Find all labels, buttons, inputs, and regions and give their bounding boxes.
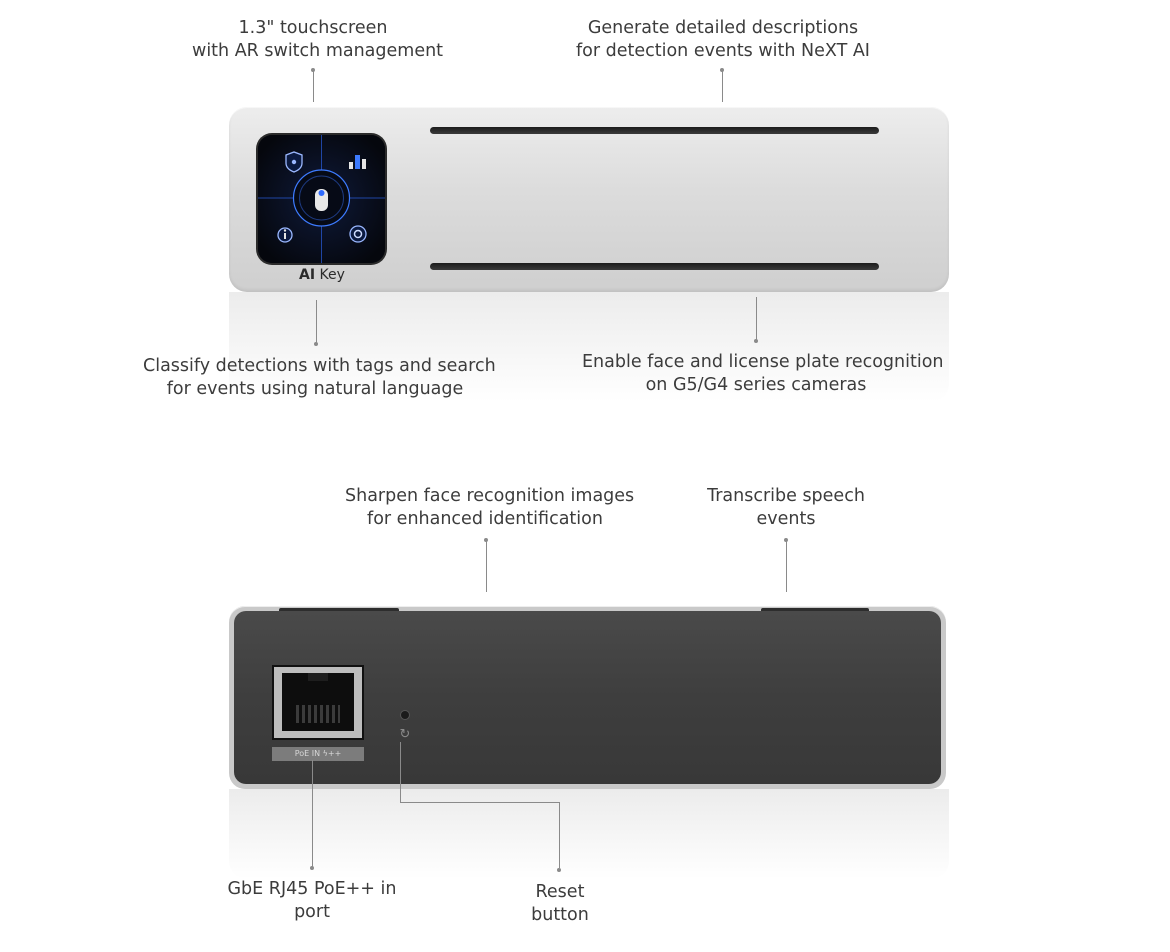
rj45-notch [308,673,328,681]
ai-key-icon [315,189,328,211]
rj45-socket [282,673,354,731]
rear-panel: PoE IN ϟ++ ↻ [234,611,941,784]
leader-transcribe [786,540,787,592]
touchscreen-ui [258,135,385,263]
callout-recognition: Enable face and license plate recognitio… [582,351,944,397]
callout-port: GbE RJ45 PoE++ in port [222,878,402,924]
callout-sharpen: Sharpen face recognition images for enha… [345,485,635,531]
callout-descriptions-line-2: for detection events with NeXT AI [576,41,870,61]
leader-dot-port [310,866,314,870]
callout-sharpen-line-2: for enhanced identification [367,509,603,529]
settings-icon [349,225,367,243]
poe-in-label: PoE IN ϟ++ [272,747,364,761]
leader-dot-touchscreen [311,68,315,72]
callout-transcribe-line-1: Transcribe speech [707,486,865,506]
leader-reset-drop [559,802,560,868]
leader-classify [316,300,317,344]
leader-sharpen [486,540,487,592]
bar-chart-icon [349,155,366,169]
leader-port [312,760,313,867]
ai-key-front: AI Key [229,107,949,292]
callout-recognition-line-2: on G5/G4 series cameras [645,375,867,395]
leader-dot-descriptions [720,68,724,72]
leader-descriptions [722,70,723,102]
callout-port-line-2: port [294,902,330,922]
callout-touchscreen-line-1: 1.3" touchscreen [238,18,388,38]
top-vent-slot [430,127,879,134]
callout-reset: Reset button [510,881,610,927]
touchscreen [258,135,385,263]
leader-recognition [756,297,757,341]
brand-key: Key [315,267,345,283]
leader-reset-vertical [400,742,401,802]
callout-classify: Classify detections with tags and search… [143,355,496,401]
callout-transcribe: Transcribe speech events [706,485,866,531]
front-device-reflection [229,292,949,402]
callout-recognition-line-1: Enable face and license plate recognitio… [582,352,944,372]
callout-port-line-1: GbE RJ45 PoE++ in [227,879,397,899]
bottom-vent-slot [430,263,879,270]
rj45-port[interactable] [272,665,364,740]
callout-classify-line-2: for events using natural language [166,379,464,399]
info-icon [277,227,293,243]
callout-classify-line-1: Classify detections with tags and search [143,356,496,376]
reset-button[interactable] [401,711,409,719]
leader-dot-recognition [754,339,758,343]
callout-reset-line-2: button [531,905,589,925]
callout-touchscreen-line-2: with AR switch management [192,41,444,61]
leader-reset-horizontal [400,802,559,803]
device-brand: AI Key [299,267,345,283]
leader-dot-reset [557,868,561,872]
callout-touchscreen: 1.3" touchscreen with AR switch manageme… [192,17,444,63]
ai-key-back: PoE IN ϟ++ ↻ [229,606,946,789]
reset-icon: ↻ [399,727,411,742]
callout-sharpen-line-1: Sharpen face recognition images [345,486,635,506]
leader-dot-classify [314,342,318,346]
rj45-pins [296,705,340,723]
callout-transcribe-line-2: events [756,509,816,529]
callout-descriptions: Generate detailed descriptions for detec… [572,17,874,63]
shield-icon [285,151,303,173]
callout-reset-line-1: Reset [535,882,585,902]
brand-ai: AI [299,267,316,283]
back-device-reflection [229,789,949,879]
leader-touchscreen [313,70,314,102]
callout-descriptions-line-1: Generate detailed descriptions [587,18,859,38]
